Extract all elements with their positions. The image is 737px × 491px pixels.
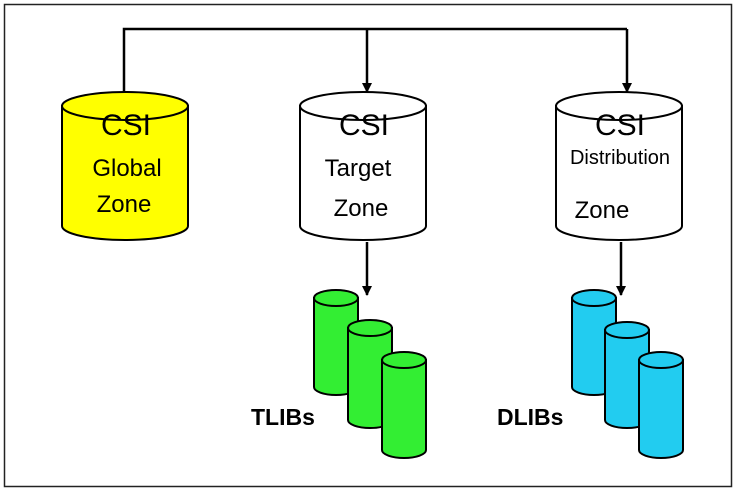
distribution-zone-line2: Zone xyxy=(575,197,630,224)
distribution-zone-line1: Distribution xyxy=(570,147,670,169)
distribution-zone-cylinder-body xyxy=(555,105,683,241)
target-zone-line1: Target xyxy=(325,155,392,182)
top-connector-line xyxy=(122,27,627,92)
tlibs-stack: TLIBs xyxy=(251,289,427,459)
dlibs-stack: DLIBs xyxy=(497,289,684,459)
target-zone-title: CSI xyxy=(339,109,389,142)
global-zone-line2: Zone xyxy=(97,191,152,218)
tlibs-label: TLIBs xyxy=(251,404,315,430)
dlib-cylinder-3 xyxy=(638,351,684,459)
target-zone-cylinder-body xyxy=(299,105,427,241)
target-zone-cylinder-top xyxy=(299,91,427,121)
distribution-zone-cylinder: CSI Distribution Zone xyxy=(555,91,683,241)
connectors xyxy=(122,27,632,296)
diagram-frame xyxy=(3,3,733,488)
tlib-cylinder-3 xyxy=(381,351,427,459)
distribution-zone-title: CSI xyxy=(595,109,645,142)
global-zone-cylinder-top xyxy=(61,91,189,121)
target-zone-cylinder: CSI Target Zone xyxy=(299,91,427,241)
global-zone-cylinder: CSI Global Zone xyxy=(61,91,189,241)
global-zone-line1: Global xyxy=(92,155,161,182)
target-zone-line2: Zone xyxy=(334,195,389,222)
global-zone-cylinder-body xyxy=(61,105,189,241)
dlibs-label: DLIBs xyxy=(497,404,563,430)
distribution-zone-cylinder-top xyxy=(555,91,683,121)
global-zone-title: CSI xyxy=(101,109,151,142)
